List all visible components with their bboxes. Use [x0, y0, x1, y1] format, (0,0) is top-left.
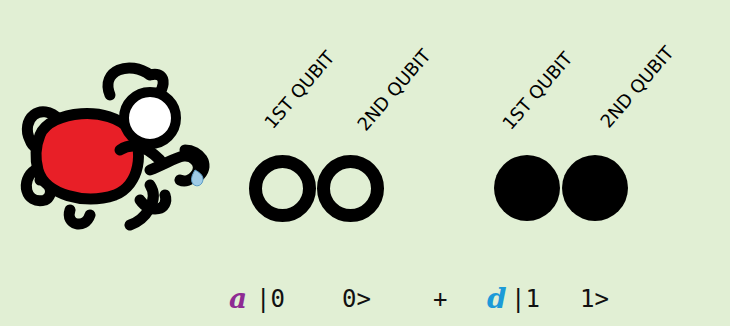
- filled-qubit-circle: 2ND QUBIT: [560, 153, 630, 223]
- qubit-circle-shape: [492, 153, 562, 223]
- amplitude-coefficient: a: [229, 285, 247, 313]
- ket-open: |1: [511, 287, 540, 311]
- qubit-label: 1ST QUBIT: [261, 48, 337, 132]
- qubit-circle-shape: [560, 153, 630, 223]
- ket-open: |0: [256, 287, 285, 311]
- hollow-qubit-circle: 2ND QUBIT: [315, 153, 386, 224]
- qubit-label: 2ND QUBIT: [354, 46, 434, 134]
- ket-close: 0>: [342, 287, 371, 311]
- qubit-label: 1ST QUBIT: [499, 49, 575, 133]
- ket-close: 1>: [580, 287, 609, 311]
- hollow-qubit-circle: 1ST QUBIT: [247, 153, 318, 224]
- qubit-circle-shape: [315, 153, 386, 224]
- qubit-label: 2ND QUBIT: [597, 43, 677, 131]
- filled-qubit-circle: 1ST QUBIT: [492, 153, 562, 223]
- plus-sign: +: [433, 287, 447, 311]
- qubit-circle-shape: [247, 153, 318, 224]
- amplitude-coefficient: d: [487, 285, 507, 313]
